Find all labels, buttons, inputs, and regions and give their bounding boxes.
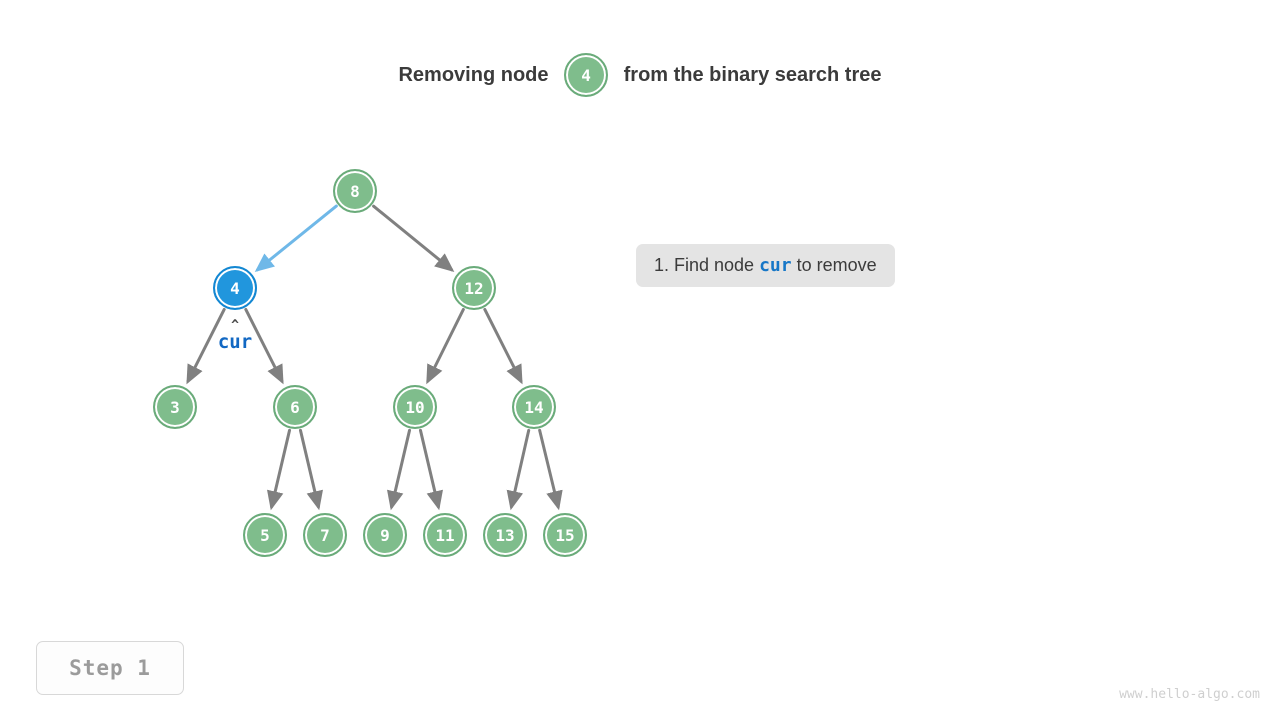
tree-edge-n8-n12 — [372, 204, 455, 272]
tree-node-15: 15 — [543, 513, 587, 557]
tree-node-8: 8 — [333, 169, 377, 213]
caption-prefix: 1. Find node — [654, 255, 760, 275]
tree-node-9: 9 — [363, 513, 407, 557]
tree-node-11: 11 — [423, 513, 467, 557]
tree-node-12: 12 — [452, 266, 496, 310]
tree-edge-n14-n13 — [506, 428, 531, 511]
tree-node-6: 6 — [273, 385, 317, 429]
caption-box: 1. Find node cur to remove — [636, 244, 895, 287]
page-title: Removing node 4 from the binary search t… — [0, 53, 1280, 97]
tree-edge-n6-n5 — [267, 428, 292, 511]
title-suffix: from the binary search tree — [618, 63, 882, 86]
tree-edge-n12-n10 — [426, 308, 465, 385]
tree-node-13: 13 — [483, 513, 527, 557]
tree-edge-n14-n15 — [538, 428, 563, 511]
cur-pointer-label: cur — [217, 331, 253, 353]
tree-edge-n12-n14 — [483, 307, 523, 385]
tree-edge-n8-n4 — [254, 204, 338, 273]
watermark: www.hello-algo.com — [1119, 687, 1260, 702]
caption-suffix: to remove — [791, 255, 877, 275]
tree-edge-n6-n7 — [298, 428, 323, 511]
tree-node-7: 7 — [303, 513, 347, 557]
caption-code-cur: cur — [759, 255, 792, 276]
step-label: Step 1 — [69, 656, 151, 680]
title-node-4: 4 — [564, 53, 609, 97]
caret-icon: ^ — [231, 318, 239, 333]
title-prefix: Removing node — [398, 63, 555, 86]
tree-edge-n10-n9 — [387, 428, 412, 511]
tree-node-4: 4 — [213, 266, 257, 310]
tree-edge-n10-n11 — [418, 428, 443, 511]
step-badge: Step 1 — [36, 641, 184, 695]
tree-node-5: 5 — [243, 513, 287, 557]
tree-node-14: 14 — [512, 385, 556, 429]
tree-node-10: 10 — [393, 385, 437, 429]
cur-pointer: ^ cur — [217, 318, 253, 353]
tree-node-3: 3 — [153, 385, 197, 429]
